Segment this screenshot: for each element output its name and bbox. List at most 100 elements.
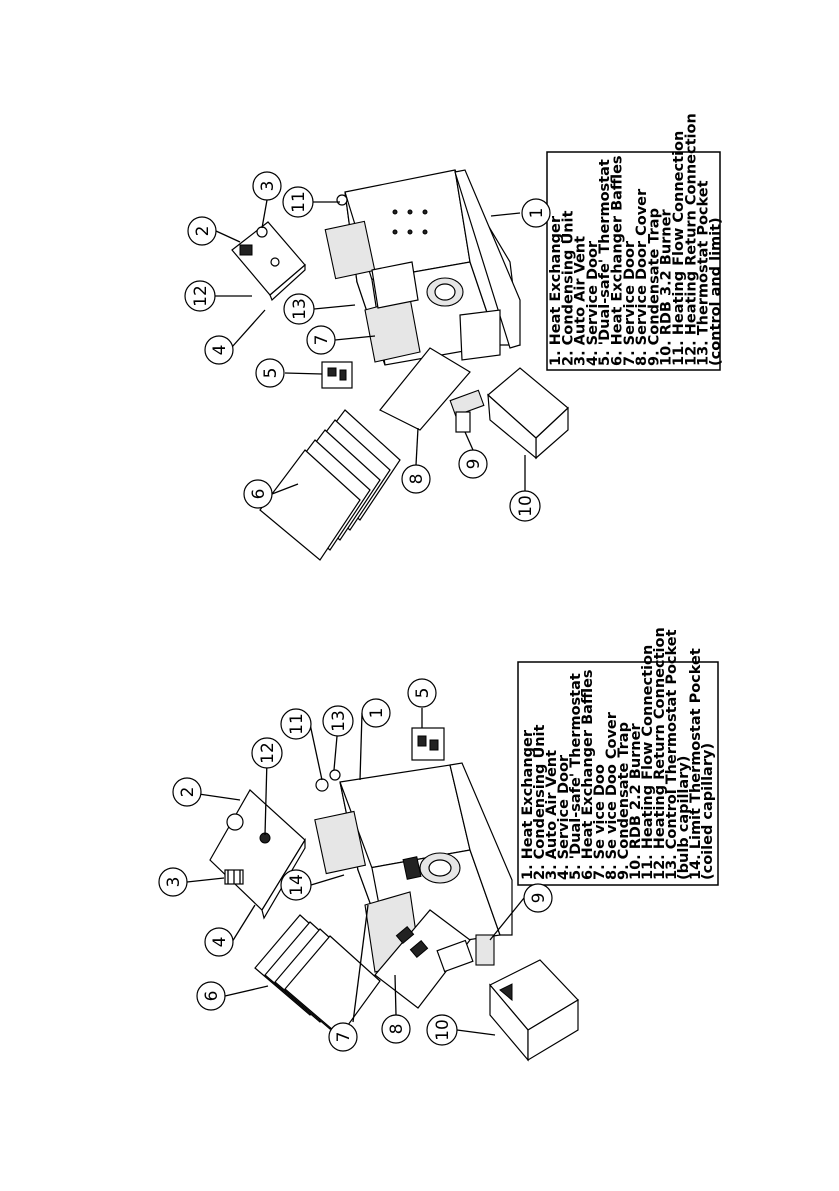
lower-service-door-cover: [374, 909, 471, 1009]
upper-callout-11: 11: [282, 186, 314, 218]
lower-legend-line: 9. Condensate Trap: [616, 722, 632, 880]
svg-text:12: 12: [258, 742, 278, 764]
svg-text:12: 12: [191, 285, 211, 307]
upper-legend-line: 5. 'Dual-safe' Thermostat: [597, 159, 613, 366]
lower-legend-line: 6. Heat Exchanger Baffles: [580, 669, 596, 880]
lower-legend-line: 1. Heat Exchanger: [520, 729, 536, 880]
lower-callout-14: 14: [280, 869, 312, 901]
upper-legend-line: 4. Service Door: [585, 240, 601, 366]
svg-text:2: 2: [178, 787, 198, 798]
upper-thermostat: [321, 361, 353, 389]
lower-callout-13: 13: [322, 705, 354, 737]
upper-burner: [487, 367, 569, 460]
upper-callout-9: 9: [458, 449, 488, 479]
upper-service-door-panel: [364, 297, 421, 363]
lower-callout-12: 12: [251, 737, 283, 769]
lower-condensate-trap: [436, 934, 495, 973]
lower-legend-line: 3. Auto Air Vent: [544, 750, 560, 880]
svg-text:3: 3: [258, 181, 278, 192]
svg-text:2: 2: [193, 226, 213, 237]
lower-legend-line: 7. Se vice Doo: [592, 764, 608, 880]
upper-callout-8: 8: [401, 464, 431, 494]
svg-text:4: 4: [210, 937, 230, 948]
upper-legend-line: 13. Thermostat Pocket: [696, 180, 712, 366]
upper-callout-1: 1: [521, 198, 551, 228]
svg-text:10: 10: [433, 1019, 453, 1041]
lower-legend: 1. Heat Exchanger 2. Condensing Unit 3. …: [517, 627, 719, 886]
upper-legend-line: (control and limit): [708, 217, 724, 366]
lower-legend-line: (coiled capillary): [700, 743, 716, 880]
lower-legend-line: 8. Se vice Doo Cover: [604, 711, 620, 880]
lower-legend-line: 11. Heating Flow Connection: [640, 645, 656, 880]
lower-thermostat: [411, 727, 445, 761]
lower-callout-4: 4: [204, 927, 234, 957]
svg-text:3: 3: [164, 877, 184, 888]
upper-legend-line: 11. Heating Flow Connection: [671, 131, 687, 366]
lower-auto-air-vent: [224, 869, 244, 885]
svg-text:4: 4: [210, 345, 230, 356]
lower-callout-8: 8: [381, 1014, 411, 1044]
lower-legend-line: 13. Control Thermostat Pocket: [664, 629, 680, 880]
lower-callout-5: 5: [407, 678, 437, 708]
svg-text:13: 13: [329, 710, 349, 732]
upper-heat-exchanger: [324, 169, 521, 366]
lower-legend-line: 10. RDB 2.2 Burner: [628, 723, 644, 880]
svg-text:8: 8: [387, 1024, 407, 1035]
svg-text:5: 5: [413, 688, 433, 699]
lower-callout-10: 10: [426, 1014, 458, 1046]
svg-text:5: 5: [261, 368, 281, 379]
upper-diagram: 1. Heat Exchanger 2. Condensing Unit 3. …: [184, 113, 724, 561]
svg-text:8: 8: [407, 474, 427, 485]
upper-service-door-cover: [379, 347, 471, 431]
lower-callout-2: 2: [172, 777, 202, 807]
svg-text:6: 6: [202, 991, 222, 1002]
svg-text:7: 7: [334, 1032, 354, 1043]
lower-legend-line: 12. Heating Return Connection: [652, 627, 668, 880]
upper-service-door-plate: [371, 261, 419, 309]
upper-baffles: [259, 409, 401, 561]
svg-text:11: 11: [289, 191, 309, 213]
lower-callout-9: 9: [523, 883, 553, 913]
upper-callout-12: 12: [184, 280, 216, 312]
upper-legend-line: 2. Condensing Unit: [560, 210, 576, 366]
lower-diagram: 1. Heat Exchanger 2. Condensing Unit 3. …: [158, 627, 719, 1062]
upper-callout-6: 6: [243, 479, 273, 509]
upper-callout-13: 13: [283, 293, 315, 325]
upper-condensate-trap: [449, 389, 485, 433]
upper-legend-line: 3. Auto Air Vent: [573, 236, 589, 366]
lower-callout-6: 6: [196, 981, 226, 1011]
upper-legend-line: 8. Service Door Cover: [634, 188, 650, 366]
svg-text:7: 7: [312, 335, 332, 346]
lower-leader-lines: [184, 708, 525, 1036]
upper-callout-3: 3: [252, 171, 282, 201]
svg-text:10: 10: [516, 495, 536, 517]
upper-leader-lines: [215, 199, 526, 495]
upper-condensing-unit: [231, 221, 306, 302]
svg-text:9: 9: [464, 459, 484, 470]
upper-callout-4: 4: [204, 335, 234, 365]
lower-legend-line: 14. Limit Thermostat Pocket: [688, 648, 704, 880]
svg-text:1: 1: [367, 708, 387, 719]
lower-callout-3: 3: [158, 867, 188, 897]
upper-legend-line: 10. RDB 3.2 Burner: [659, 209, 675, 366]
svg-text:13: 13: [290, 298, 310, 320]
svg-text:1: 1: [527, 208, 547, 219]
lower-callout-1: 1: [361, 698, 391, 728]
upper-legend-line: 7. Service Door: [622, 240, 638, 366]
lower-legend-line: 2. Condensing Unit: [532, 724, 548, 880]
upper-callout-2: 2: [187, 216, 217, 246]
upper-callout-10: 10: [509, 490, 541, 522]
svg-text:11: 11: [287, 713, 307, 735]
lower-burner: [489, 959, 579, 1062]
svg-text:9: 9: [529, 893, 549, 904]
upper-legend-line: 1. Heat Exchanger: [548, 215, 564, 366]
upper-callout-7: 7: [306, 325, 336, 355]
svg-text:14: 14: [287, 874, 307, 896]
lower-callout-7: 7: [328, 1022, 358, 1052]
upper-legend-line: 12. Heating Return Connection: [683, 113, 699, 366]
lower-legend-line: (bulb capillary): [676, 756, 692, 880]
lower-legend-line: 4. Service Door: [556, 754, 572, 880]
lower-callout-11: 11: [280, 708, 312, 740]
upper-legend-line: 9. Condensate Trap: [646, 208, 662, 366]
